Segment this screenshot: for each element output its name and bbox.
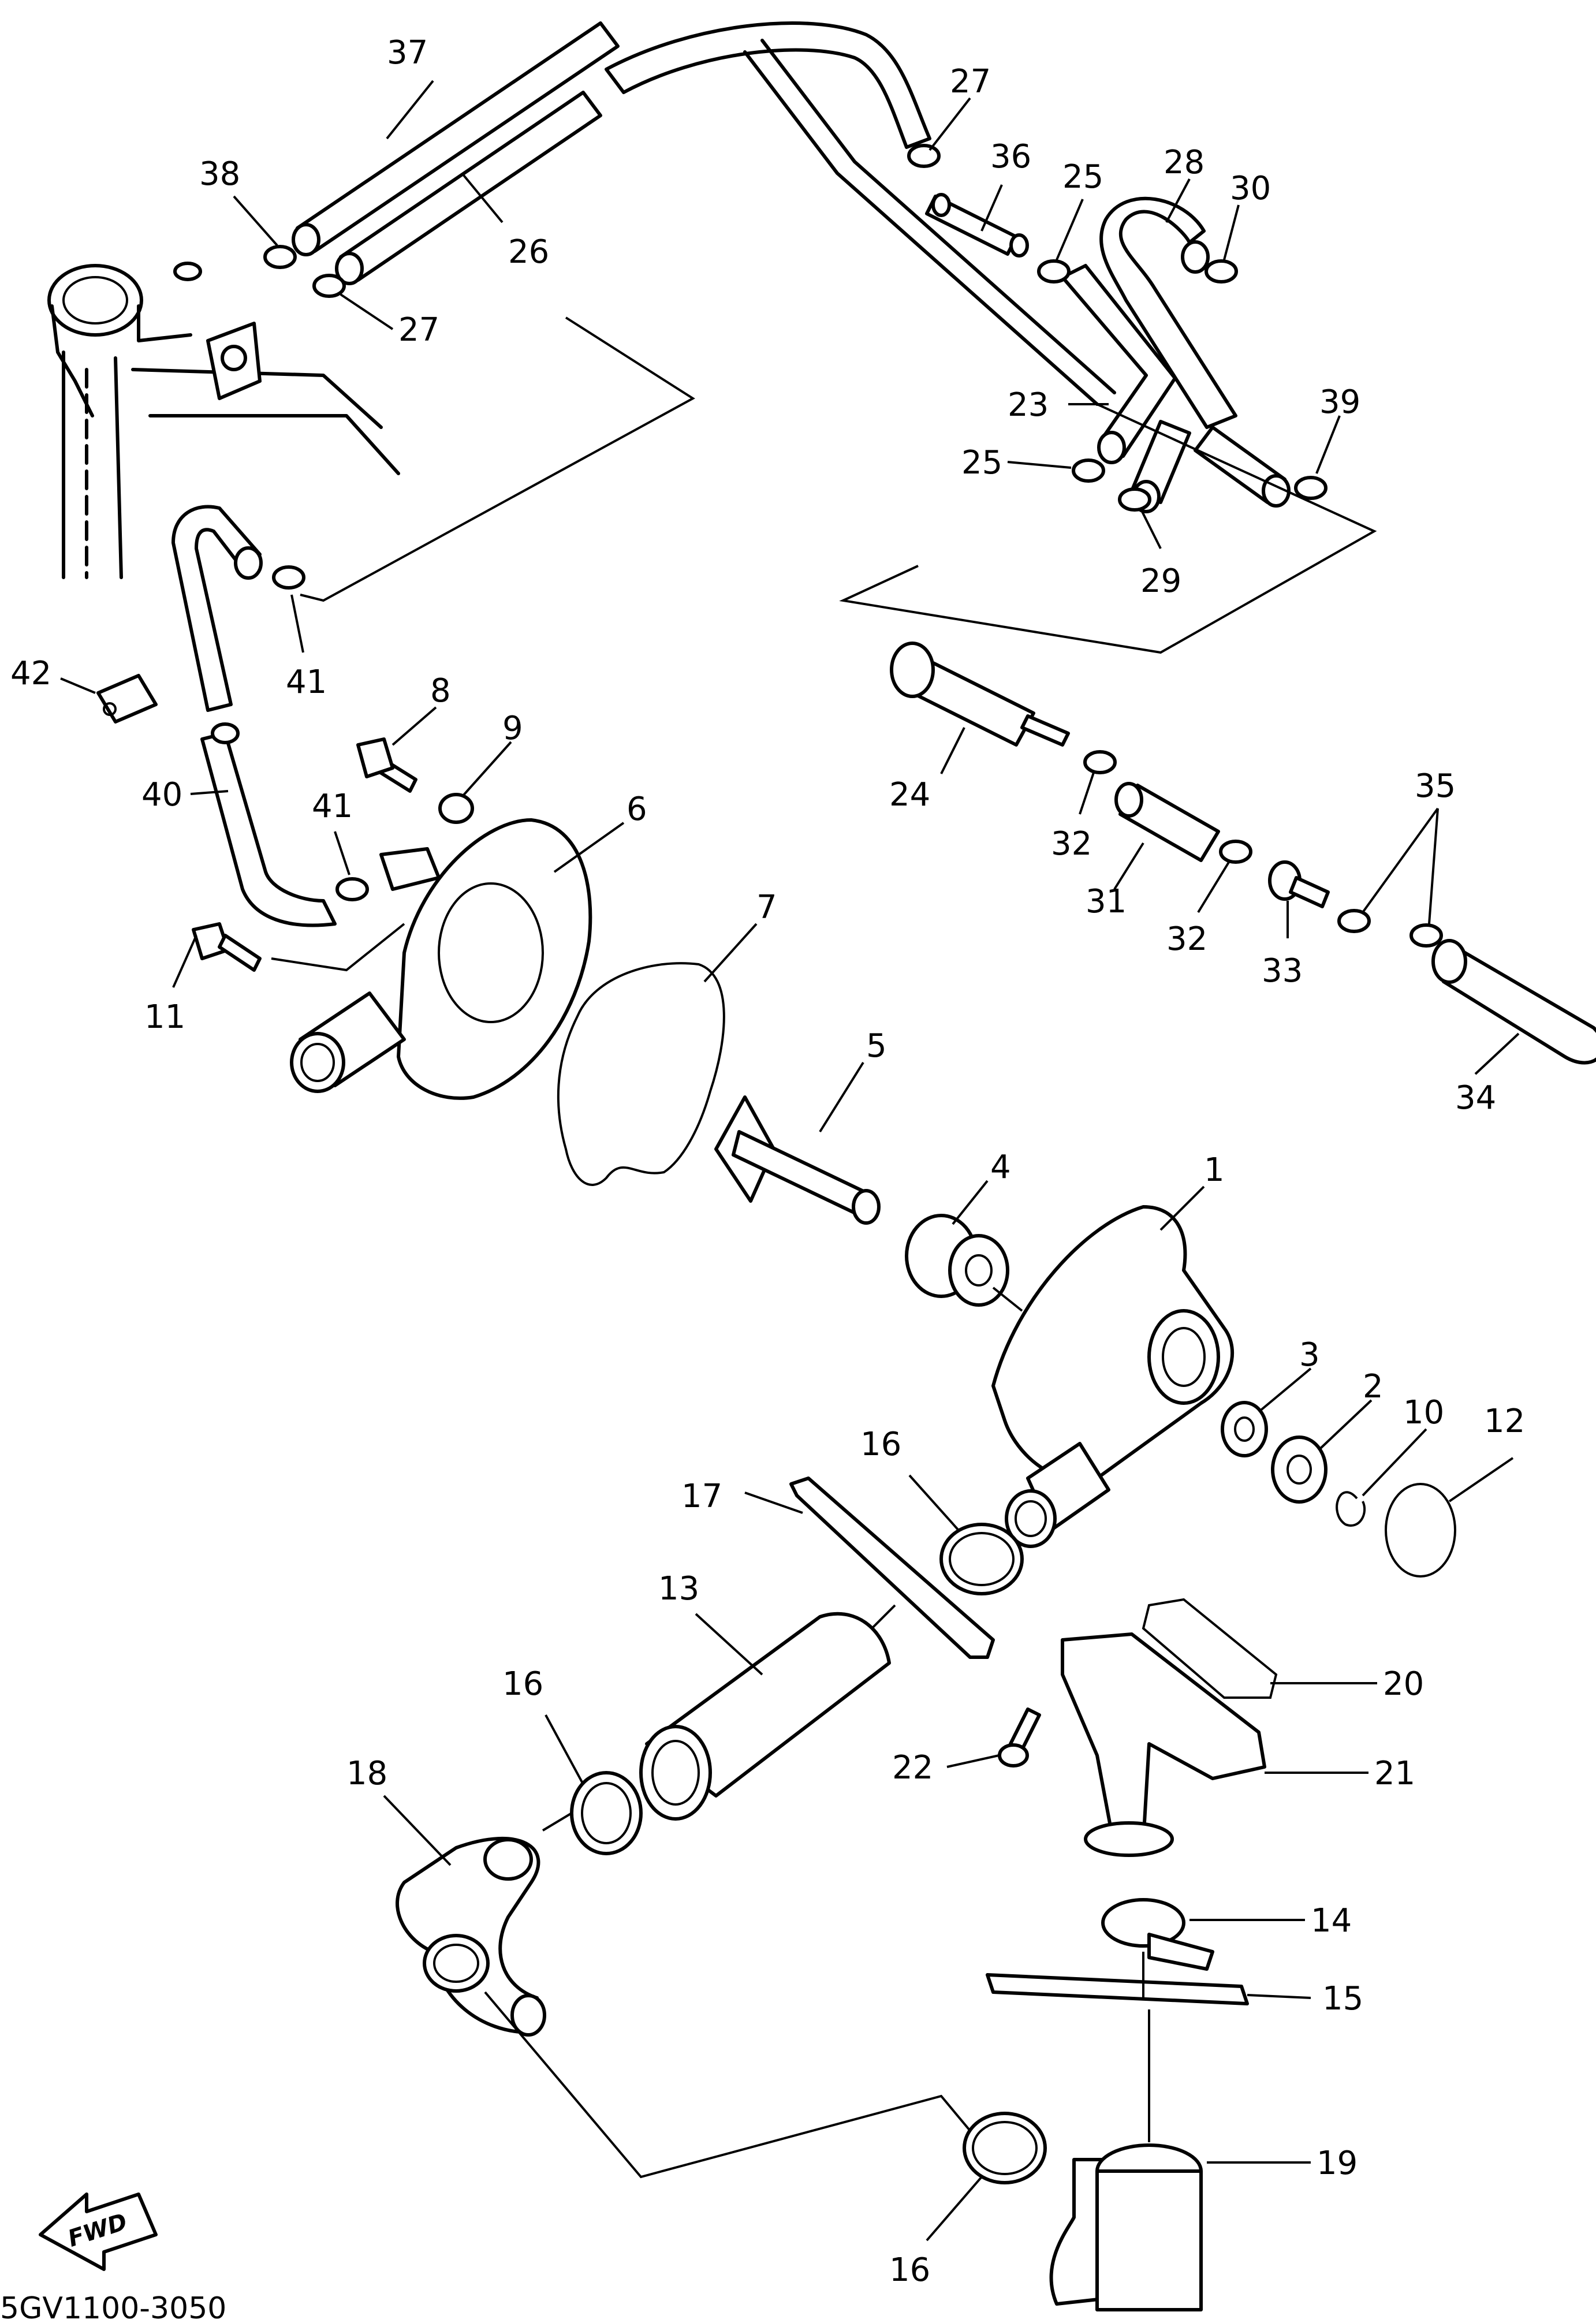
fwd-arrow-icon: FWD [39,2193,158,2271]
callout-25-lower: 25 [961,444,1002,482]
pump-housing-1 [991,1205,1234,1548]
callouts: 1 2 3 4 5 6 7 8 9 10 11 12 13 14 15 16 1 [10,34,1525,2289]
callout-28: 28 [1164,144,1205,181]
callout-33: 33 [1262,952,1303,990]
callout-14: 14 [1311,1902,1352,1940]
radiator-outline [47,262,400,579]
callout-41-upper: 41 [286,663,327,701]
callout-3: 3 [1299,1336,1320,1374]
callout-16-mid: 16 [502,1665,543,1703]
hose-long-upper [605,21,1116,406]
seal-4 [905,1214,1009,1307]
callout-39: 39 [1319,383,1360,421]
callout-20: 20 [1383,1665,1424,1703]
callout-7: 7 [756,889,777,926]
callout-16-upper: 16 [860,1426,901,1463]
hose-18 [396,1836,546,2037]
callout-23: 23 [1008,386,1049,424]
clip-42 [96,674,158,724]
clamp-16-lower [963,2112,1047,2184]
callout-15: 15 [1322,1980,1363,2018]
hose-37 [292,21,620,256]
bracket-17 [789,1476,995,1659]
clamp-16-upper [939,1523,1024,1595]
callout-40: 40 [141,776,182,814]
callout-35: 35 [1415,767,1456,805]
callout-5: 5 [866,1027,887,1065]
hose-28 [1099,196,1237,429]
callout-27-top: 27 [950,63,991,100]
bolt-8 [356,737,417,793]
bolt-22 [998,1707,1041,1768]
callout-30: 30 [1230,170,1271,207]
hose-26 [335,91,602,285]
gasket-7 [557,962,725,1186]
clamp-14 [1101,1898,1214,1971]
callout-38: 38 [199,155,240,193]
callout-36: 36 [990,138,1031,176]
hose-40 [171,505,337,927]
callout-32-right: 32 [1166,920,1207,958]
hose-23 [1061,264,1177,464]
callout-26: 26 [508,233,549,271]
callout-41-lower: 41 [312,788,353,825]
callout-31: 31 [1086,883,1127,920]
callout-12: 12 [1484,1403,1525,1440]
callout-42: 42 [10,655,51,692]
bolt-11 [192,922,262,972]
housing-21 [1061,1632,1266,1857]
callout-9: 9 [502,710,523,747]
callout-13: 13 [658,1570,699,1608]
o-ring-12 [1385,1483,1456,1578]
impeller-5 [714,1095,881,1225]
callout-22: 22 [892,1749,933,1787]
bracket-15 [986,1973,1249,2005]
callout-6: 6 [627,791,647,828]
callout-27-left: 27 [398,311,439,349]
callout-34: 34 [1455,1079,1496,1117]
callout-1: 1 [1204,1151,1225,1189]
callout-24: 24 [889,776,930,814]
hose-stub-39 [1194,426,1291,508]
callout-4: 4 [990,1149,1011,1186]
hose-13 [639,1612,891,1821]
callout-29: 29 [1140,562,1181,600]
drawing-code: 5GV1100-3050 [0,2291,226,2323]
callout-32-left: 32 [1051,825,1092,863]
callout-21: 21 [1374,1755,1415,1792]
fitting-33 [1268,860,1330,908]
callout-11: 11 [144,998,185,1036]
washer-9 [438,793,474,824]
bearing-3 [1221,1401,1268,1457]
circlip-10 [1336,1491,1366,1527]
filter-24 [890,642,1070,747]
callout-19: 19 [1317,2145,1358,2182]
pump-cover-6 [290,818,592,1100]
clamps-small [263,144,1443,948]
callout-25-upper: 25 [1062,158,1103,196]
gasket-20 [1142,1598,1278,1699]
pipe-19 [1049,2143,1203,2311]
bearing-2 [1271,1435,1327,1504]
callout-10: 10 [1403,1394,1444,1431]
callout-17: 17 [681,1478,722,1515]
callout-8: 8 [430,672,451,710]
clamp-16-mid [570,1771,643,1855]
fitting-36 [925,193,1029,258]
assembly-lines [271,316,1377,2179]
callout-18: 18 [346,1755,387,1792]
callout-16-lower: 16 [889,2251,930,2289]
hose-31 [1114,782,1220,862]
callout-2: 2 [1363,1368,1384,1405]
callout-37: 37 [387,34,428,72]
hose-34 [1431,939,1596,1065]
